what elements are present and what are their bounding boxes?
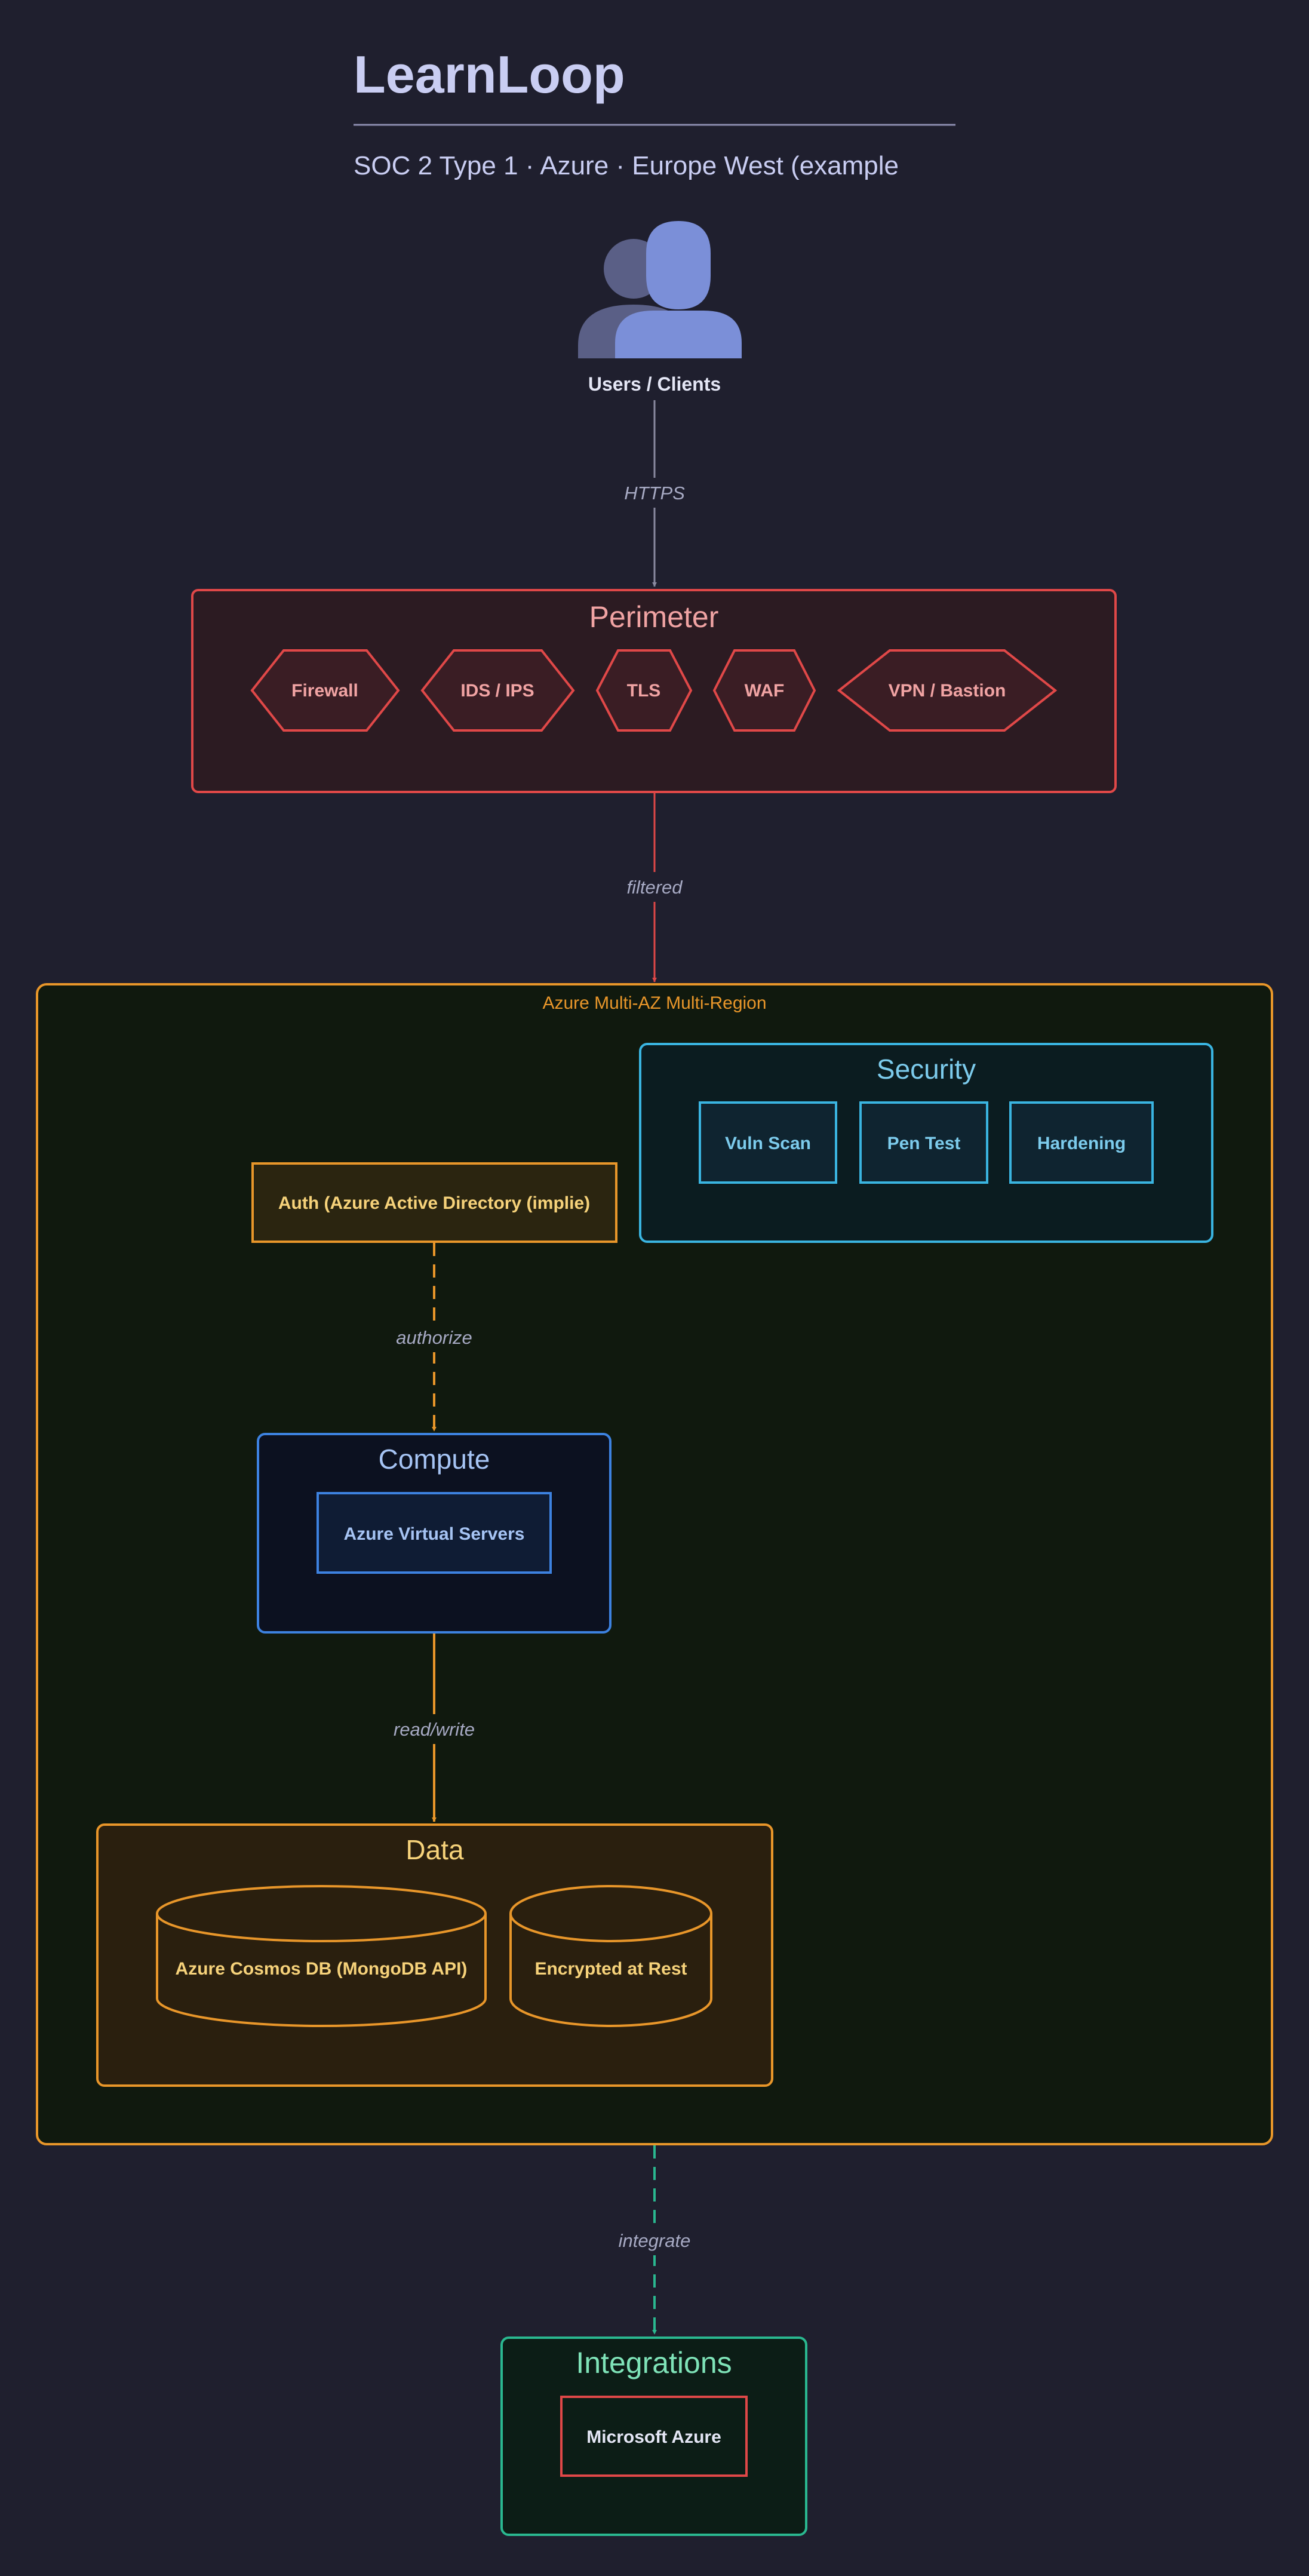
compute-title: Compute: [379, 1444, 490, 1475]
users-icon: [578, 221, 742, 358]
edge-label-filtered: filtered: [626, 877, 683, 898]
svg-text:Azure Virtual Servers: Azure Virtual Servers: [344, 1524, 525, 1544]
security-hardening: Hardening: [1009, 1101, 1154, 1184]
security-vuln-scan: Vuln Scan: [699, 1101, 837, 1184]
security-title: Security: [877, 1054, 976, 1085]
svg-text:IDS / IPS: IDS / IPS: [460, 681, 534, 701]
data-encrypted-at-rest-cylinder: Encrypted at Rest: [509, 1885, 712, 2027]
svg-text:Hardening: Hardening: [1037, 1134, 1126, 1153]
data-title: Data: [405, 1834, 464, 1865]
integrations-title: Integrations: [576, 2346, 732, 2380]
perimeter-title: Perimeter: [589, 600, 719, 634]
compute-azure-virtual-servers: Azure Virtual Servers: [317, 1492, 552, 1574]
edge-label-authorize: authorize: [396, 1327, 472, 1348]
svg-text:VPN / Bastion: VPN / Bastion: [889, 681, 1006, 701]
svg-text:Microsoft Azure: Microsoft Azure: [586, 2427, 721, 2447]
perimeter-waf: WAF: [712, 649, 816, 732]
perimeter-ids-ips: IDS / IPS: [420, 649, 575, 732]
perimeter-firewall: Firewall: [250, 649, 400, 732]
svg-text:Auth (Azure Active Directory (: Auth (Azure Active Directory (implie): [278, 1193, 590, 1213]
page-title: LearnLoop: [354, 45, 625, 104]
svg-text:TLS: TLS: [627, 681, 661, 701]
users-label: Users / Clients: [588, 373, 721, 395]
svg-text:Firewall: Firewall: [291, 681, 358, 701]
azure-region-label: Azure Multi-AZ Multi-Region: [542, 993, 766, 1013]
integration-microsoft-azure: Microsoft Azure: [560, 2396, 748, 2477]
svg-text:WAF: WAF: [745, 681, 785, 701]
edge-label-integrate: integrate: [619, 2230, 691, 2251]
page-subtitle: SOC 2 Type 1 · Azure · Europe West (exam…: [354, 151, 899, 180]
edge-label-read-write: read/write: [394, 1719, 475, 1740]
auth-node: Auth (Azure Active Directory (implie): [251, 1162, 617, 1243]
svg-text:Vuln Scan: Vuln Scan: [725, 1134, 811, 1153]
perimeter-tls: TLS: [595, 649, 693, 732]
svg-text:Pen Test: Pen Test: [887, 1134, 961, 1153]
data-cosmos-db-cylinder: Azure Cosmos DB (MongoDB API): [156, 1885, 487, 2027]
edge-label-https: HTTPS: [624, 483, 685, 503]
svg-text:Encrypted at Rest: Encrypted at Rest: [534, 1959, 687, 1979]
security-pen-test: Pen Test: [859, 1101, 988, 1184]
perimeter-vpn-bastion: VPN / Bastion: [837, 649, 1058, 732]
svg-text:Azure Cosmos DB (MongoDB API): Azure Cosmos DB (MongoDB API): [176, 1959, 468, 1979]
